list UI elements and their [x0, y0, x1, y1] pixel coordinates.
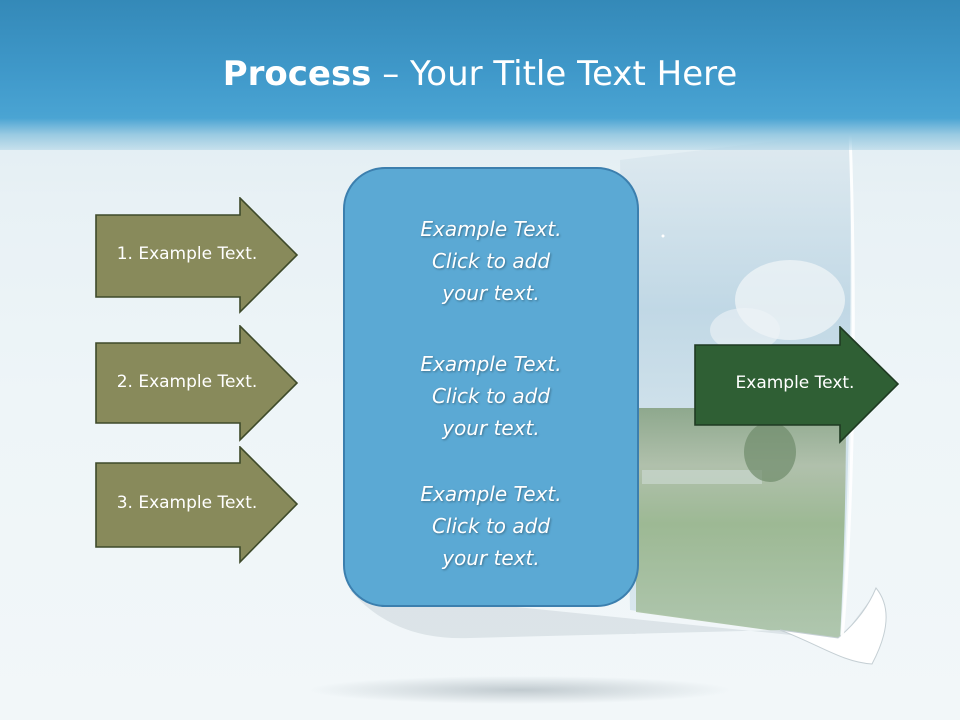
result-arrow[interactable]: Example Text.: [694, 325, 900, 446]
center-text-block-3: Example Text. Click to add your text.: [420, 482, 562, 570]
right-arrow-icon: [95, 445, 299, 564]
result-label: Example Text.: [735, 373, 855, 393]
center-text-box[interactable]: Example Text. Click to add your text. Ex…: [343, 167, 639, 607]
step-arrow-1[interactable]: 1. Example Text.: [95, 196, 299, 317]
right-arrow-icon: [95, 324, 299, 442]
step-arrow-3[interactable]: 3. Example Text.: [95, 445, 299, 566]
center-text-block-2: Example Text. Click to add your text.: [420, 352, 562, 440]
right-arrow-icon: [694, 325, 900, 444]
title-rest: – Your Title Text Here: [371, 54, 738, 94]
step-label-3: 3. Example Text.: [116, 493, 258, 513]
right-arrow-icon: [95, 196, 299, 314]
center-text-block-1: Example Text. Click to add your text.: [420, 217, 562, 305]
step-label-2: 2. Example Text.: [116, 372, 258, 392]
title-bold: Process: [222, 54, 372, 94]
slide-title[interactable]: Process – Your Title Text Here: [0, 52, 960, 96]
step-label-1: 1. Example Text.: [116, 244, 258, 264]
step-arrow-2[interactable]: 2. Example Text.: [95, 324, 299, 445]
title-bar: [0, 0, 960, 150]
